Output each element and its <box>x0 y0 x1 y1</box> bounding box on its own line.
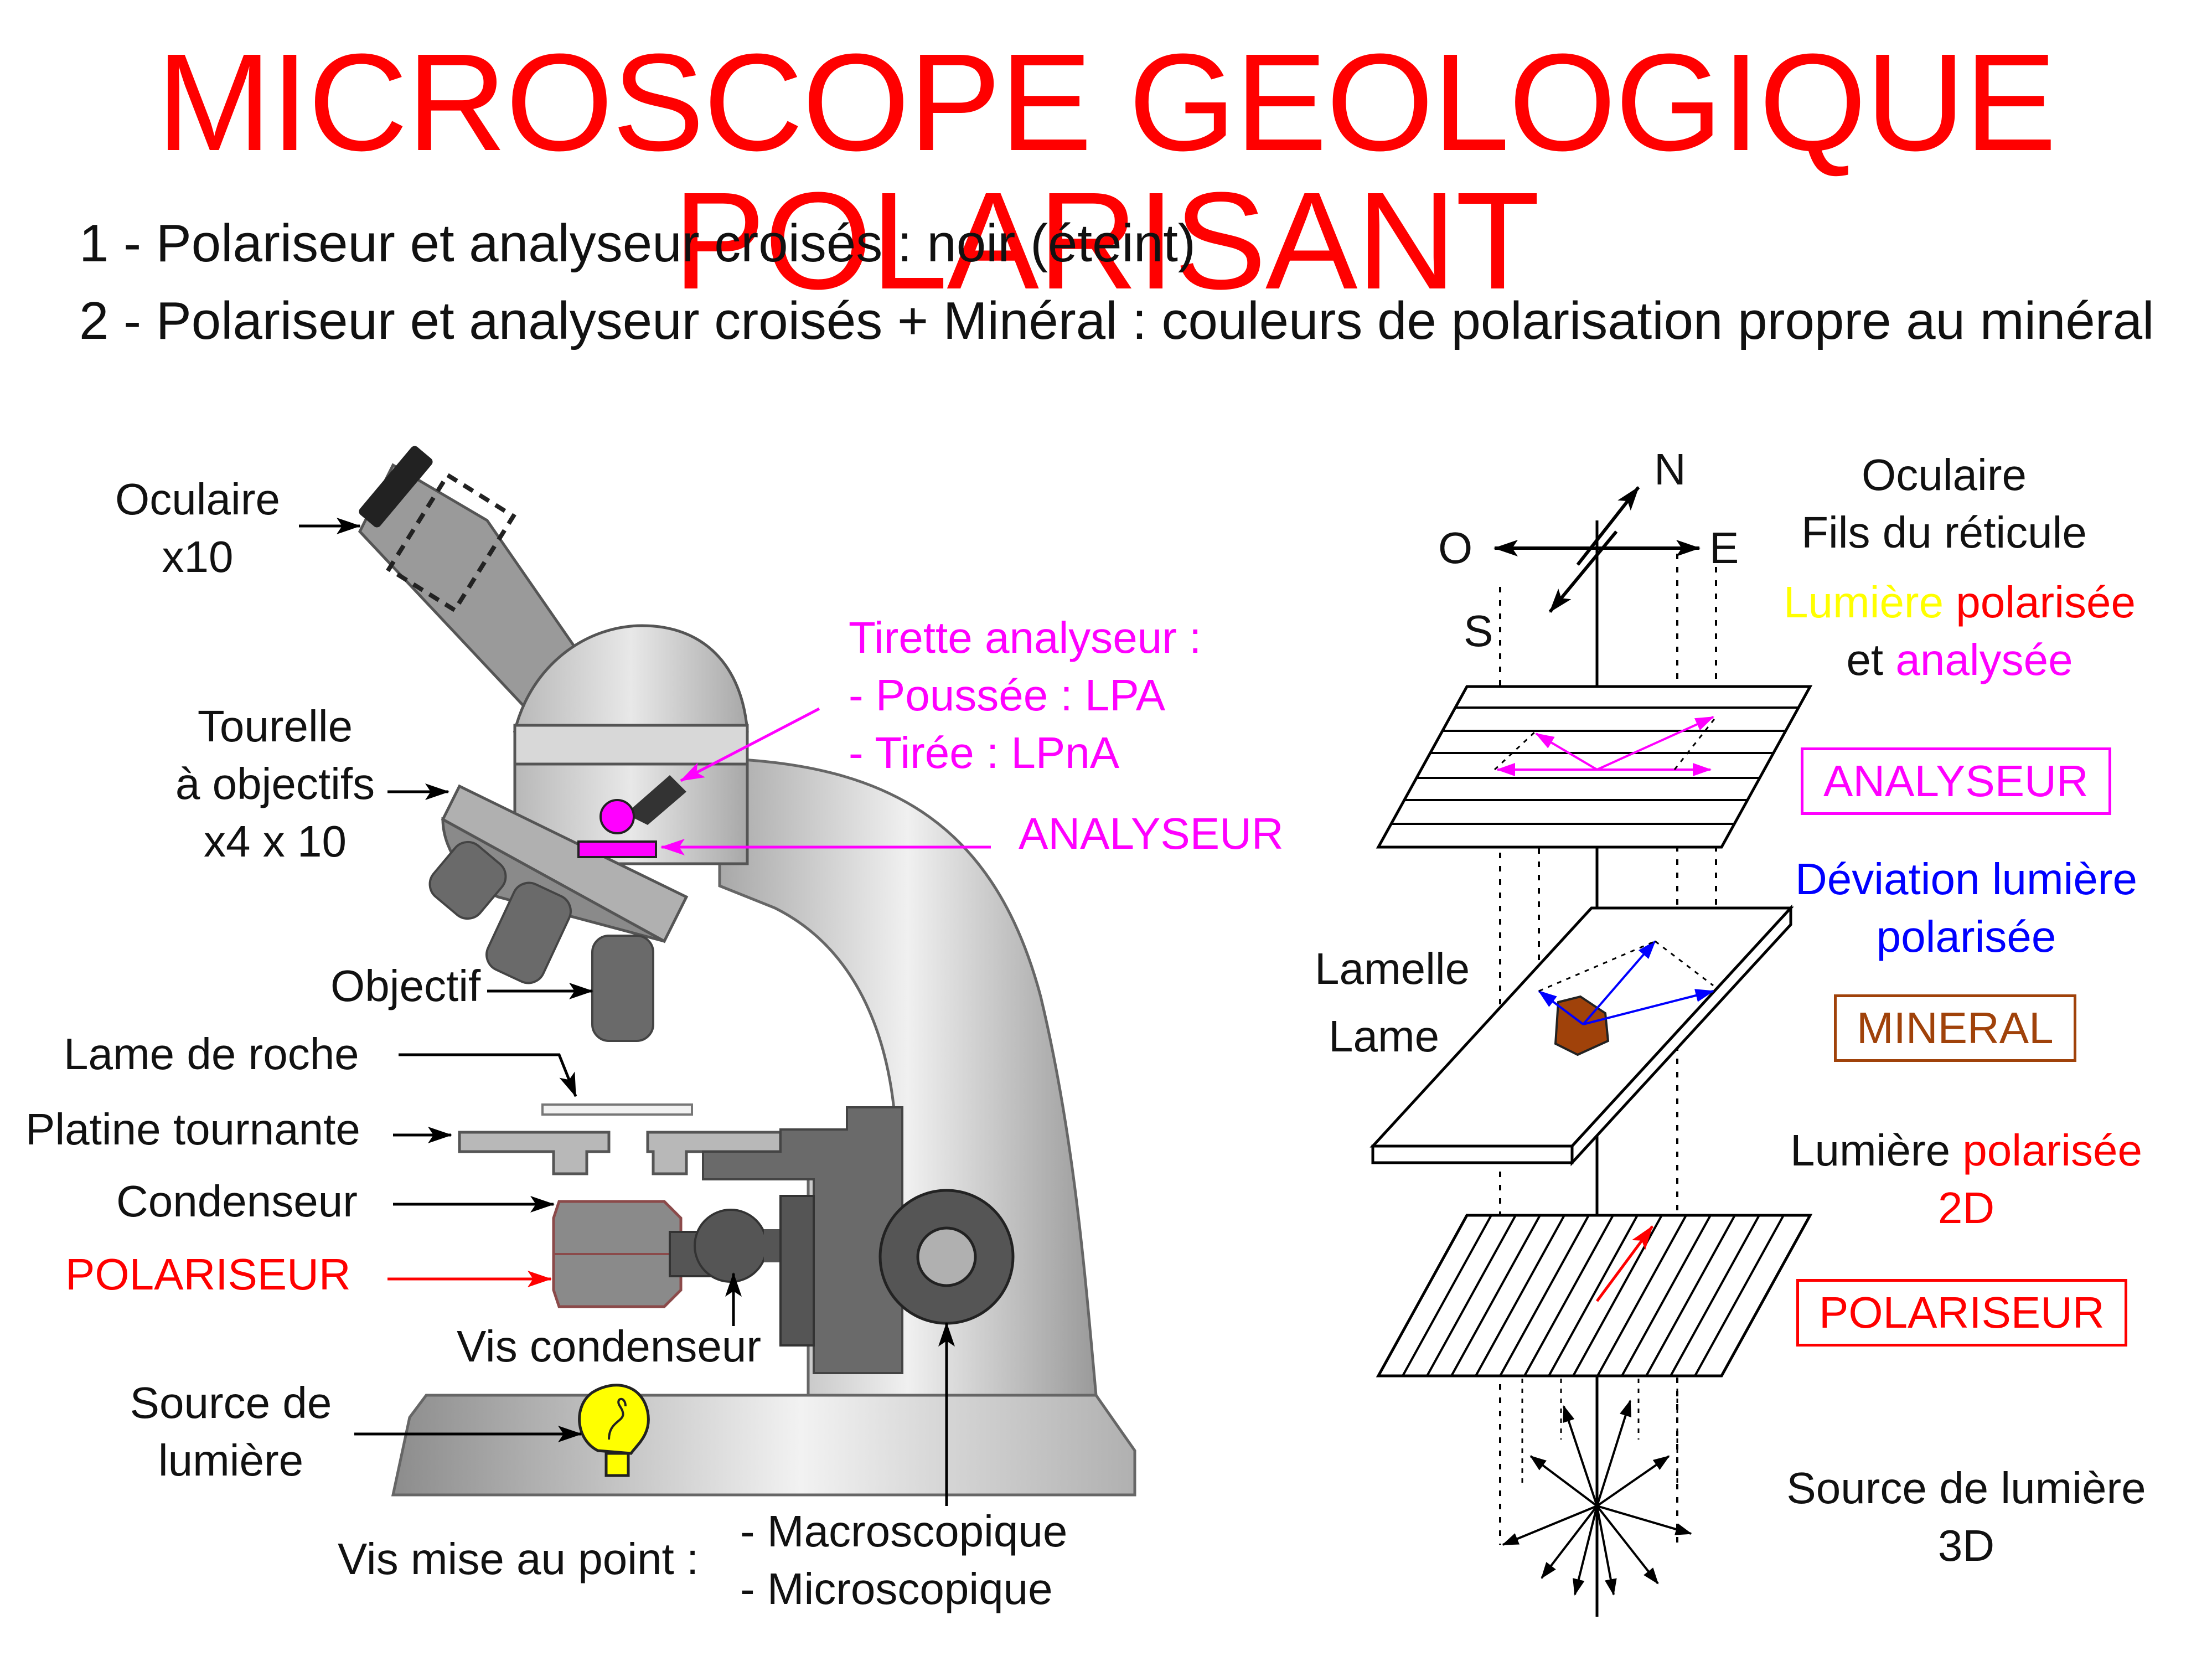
analyser-knob <box>599 799 635 834</box>
light-ray <box>1596 1400 1632 1507</box>
light-ray <box>1596 1455 1670 1507</box>
analyser-plate <box>577 840 657 858</box>
polariser-line <box>1450 1215 1541 1376</box>
light-ray <box>1596 1505 1692 1535</box>
box-analyseur: ANALYSEUR <box>1801 747 2111 815</box>
light-source-star <box>1502 1400 1692 1596</box>
schema-deviation: Déviation lumière <box>1795 854 2138 904</box>
label-microscopique: - Microscopique <box>740 1564 1053 1613</box>
polariser-plane <box>1376 1214 1813 1378</box>
label-tirette: Tirette analyseur : <box>849 613 1202 662</box>
rock-slide <box>541 1103 693 1116</box>
light-ray <box>1529 1455 1598 1507</box>
condenser-screw <box>694 1209 768 1283</box>
word-et: et <box>1846 635 1884 684</box>
schema-deviation-2: polarisée <box>1876 912 2056 961</box>
schema-lamelle: Lamelle <box>1315 944 1470 993</box>
polariser-line <box>1402 1215 1492 1376</box>
label-oculaire-x10: x10 <box>162 532 234 581</box>
polariser-line <box>1694 1215 1785 1376</box>
microscope-head <box>513 624 749 733</box>
compass-s: S <box>1464 606 1493 656</box>
light-ray <box>1541 1505 1598 1579</box>
schema-source-3d: 3D <box>1937 1521 1995 1570</box>
word-lumiere-2d: Lumière <box>1790 1126 1951 1175</box>
schema-lumiere-polarisee-analysee: Lumière polarisée <box>1784 580 2136 625</box>
polariser-line <box>1596 1215 1687 1376</box>
label-oculaire: Oculaire <box>115 474 280 524</box>
label-source: Source de <box>130 1378 332 1427</box>
objective-1 <box>428 840 507 920</box>
polariser-line <box>1475 1215 1565 1376</box>
word-lumiere: Lumière <box>1784 577 1944 627</box>
polariser-line <box>1670 1215 1760 1376</box>
word-polarisee-2d: polarisée <box>1962 1126 2142 1175</box>
focus-block <box>702 1106 903 1374</box>
light-ray <box>1502 1505 1598 1546</box>
polariser-line <box>1499 1215 1590 1376</box>
polariser-line <box>1548 1215 1639 1376</box>
label-polariseur: POLARISEUR <box>65 1250 351 1299</box>
light-bulb-icon <box>578 1384 650 1477</box>
label-vis-condenseur: Vis condenseur <box>457 1322 761 1371</box>
compass-e: E <box>1709 523 1739 572</box>
microscope-drawing <box>358 446 1136 1497</box>
objective-3 <box>591 935 654 1042</box>
schema-source: Source de lumière <box>1786 1463 2146 1513</box>
schema-reticule: Fils du réticule <box>1801 508 2087 557</box>
polariser-line <box>1621 1215 1712 1376</box>
rotating-stage <box>458 1131 611 1175</box>
schema-et-analysee: et analysée <box>1846 638 2073 682</box>
label-condenseur: Condenseur <box>116 1177 358 1226</box>
label-objectif: Objectif <box>330 961 481 1010</box>
label-tirette-poussee: - Poussée : LPA <box>849 670 1166 720</box>
label-platine: Platine tournante <box>25 1105 360 1154</box>
polariser-line <box>1523 1215 1614 1376</box>
polariser-line <box>1645 1215 1736 1376</box>
polariser-line <box>1426 1215 1517 1376</box>
schema-lame: Lame <box>1329 1012 1440 1061</box>
compass-n: N <box>1654 445 1686 494</box>
label-vis-mise-au-point: Vis mise au point : <box>338 1534 699 1583</box>
slide-plane <box>1369 904 1794 1167</box>
objective-2 <box>485 881 572 984</box>
label-tourelle: Tourelle <box>197 701 353 751</box>
compass-rose <box>1493 486 1701 613</box>
subtitle-2: 2 - Polariseur et analyseur croisés + Mi… <box>79 291 2154 350</box>
label-tirette-tiree: - Tirée : LPnA <box>849 728 1120 777</box>
box-mineral: MINERAL <box>1834 994 2076 1062</box>
label-macroscopique: - Macroscopique <box>740 1507 1068 1556</box>
microscope-pointers <box>299 518 991 1506</box>
label-analyseur: ANALYSEUR <box>1019 809 1284 858</box>
analyser-plane <box>1376 685 1813 849</box>
box-polariseur: POLARISEUR <box>1796 1279 2127 1347</box>
light-ray <box>1563 1405 1598 1507</box>
schema-oculaire: Oculaire <box>1862 450 2027 499</box>
subtitle-1: 1 - Polariseur et analyseur croisés : no… <box>79 214 1196 273</box>
compass-o: O <box>1438 523 1473 572</box>
schema-2d: 2D <box>1937 1183 1995 1232</box>
page-title: MICROSCOPE GEOLOGIQUE POLARISANT <box>156 25 2057 318</box>
word-analysee: analysée <box>1895 635 2073 684</box>
schema-lumiere-2d: Lumière polarisée <box>1790 1128 2142 1173</box>
label-source-2: lumière <box>158 1436 304 1485</box>
label-lame-de-roche: Lame de roche <box>64 1029 359 1079</box>
label-tourelle-3: x4 x 10 <box>204 817 347 866</box>
light-ray <box>1573 1505 1598 1596</box>
label-tourelle-2: à objectifs <box>175 759 375 808</box>
eyepiece-cap <box>359 446 433 528</box>
light-ray <box>1596 1505 1659 1585</box>
light-ray <box>1596 1505 1617 1596</box>
polarisation-schema <box>1369 486 1813 1617</box>
word-polarisee: polarisée <box>1956 577 2136 627</box>
microscope-base <box>391 1394 1136 1497</box>
